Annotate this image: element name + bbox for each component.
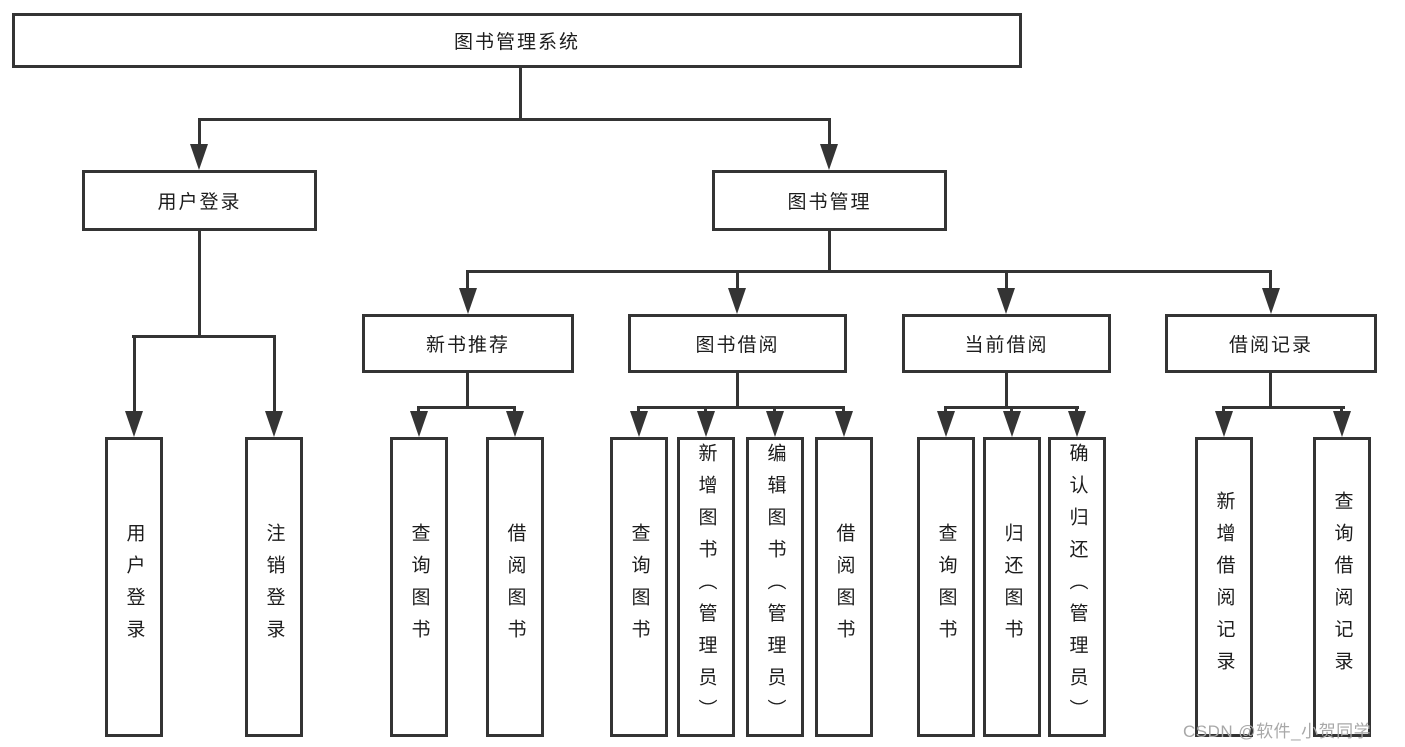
arrowhead-down-icon <box>630 411 648 437</box>
leaf-return-books: 归还图书 <box>983 437 1041 737</box>
arrowhead-down-icon <box>265 411 283 437</box>
connector-line <box>132 335 276 338</box>
csdn-watermark: CSDN @软件_小贺同学 <box>1183 722 1372 741</box>
arrowhead-down-icon <box>697 411 715 437</box>
node-root-label: 图书管理系统 <box>453 32 580 53</box>
connector-line <box>513 406 516 411</box>
arrowhead-down-icon <box>190 144 208 170</box>
leaf-borrow-books: 借阅图书 <box>815 437 873 737</box>
arrowhead-down-icon <box>1262 288 1280 314</box>
node-book-borrowing: 图书借阅 <box>628 314 847 373</box>
connector-line <box>466 373 469 406</box>
connector-line <box>273 335 276 411</box>
leaf-confirm-return-admin-label: 确认归还（管理员） <box>1066 443 1088 731</box>
node-book-management-label: 图书管理 <box>787 192 872 213</box>
leaf-user-login-label: 用户登录 <box>123 523 145 651</box>
node-borrowing-records-label: 借阅记录 <box>1228 335 1313 356</box>
leaf-logout: 注销登录 <box>245 437 303 737</box>
node-book-management: 图书管理 <box>712 170 947 231</box>
arrowhead-down-icon <box>1215 411 1233 437</box>
leaf-add-borrow-record-label: 新增借阅记录 <box>1213 491 1235 683</box>
arrowhead-down-icon <box>937 411 955 437</box>
node-user-login-label: 用户登录 <box>157 192 242 213</box>
leaf-query-borrow-record: 查询借阅记录 <box>1313 437 1371 737</box>
leaf-recommend-borrow-books-label: 借阅图书 <box>504 523 526 651</box>
leaf-add-borrow-record: 新增借阅记录 <box>1195 437 1253 737</box>
arrowhead-down-icon <box>459 288 477 314</box>
connector-line <box>198 231 201 335</box>
leaf-recommend-query-books-label: 查询图书 <box>408 523 430 651</box>
leaf-edit-books-admin-label: 编辑图书（管理员） <box>764 443 786 731</box>
node-current-borrowing: 当前借阅 <box>902 314 1111 373</box>
connector-line <box>1010 406 1013 411</box>
node-new-book-recommend-label: 新书推荐 <box>425 335 510 356</box>
connector-line <box>736 270 739 288</box>
arrowhead-down-icon <box>125 411 143 437</box>
leaf-user-login: 用户登录 <box>105 437 163 737</box>
leaf-recommend-query-books: 查询图书 <box>390 437 448 737</box>
leaf-query-borrow-record-label: 查询借阅记录 <box>1331 491 1353 683</box>
leaf-borrowing-query-books: 查询图书 <box>610 437 668 737</box>
connector-line <box>704 406 707 411</box>
node-user-login: 用户登录 <box>82 170 317 231</box>
node-current-borrowing-label: 当前借阅 <box>964 335 1049 356</box>
connector-line <box>466 270 1272 273</box>
connector-line <box>637 406 845 409</box>
connector-line <box>466 270 469 288</box>
arrowhead-down-icon <box>766 411 784 437</box>
arrowhead-down-icon <box>410 411 428 437</box>
leaf-recommend-borrow-books: 借阅图书 <box>486 437 544 737</box>
connector-line <box>519 68 522 118</box>
connector-line <box>637 406 640 411</box>
connector-line <box>736 373 739 406</box>
leaf-borrow-books-label: 借阅图书 <box>833 523 855 651</box>
arrowhead-down-icon <box>820 144 838 170</box>
connector-line <box>1005 270 1008 288</box>
arrowhead-down-icon <box>1003 411 1021 437</box>
node-borrowing-records: 借阅记录 <box>1165 314 1377 373</box>
connector-line <box>1222 406 1225 411</box>
node-root: 图书管理系统 <box>12 13 1022 68</box>
leaf-edit-books-admin: 编辑图书（管理员） <box>746 437 804 737</box>
connector-line <box>828 118 831 144</box>
arrowhead-down-icon <box>506 411 524 437</box>
connector-line <box>1005 373 1008 406</box>
arrowhead-down-icon <box>728 288 746 314</box>
connector-line <box>1269 373 1272 406</box>
connector-line <box>133 335 136 411</box>
node-book-borrowing-label: 图书借阅 <box>695 335 780 356</box>
connector-line <box>198 118 201 144</box>
connector-line <box>1075 406 1078 411</box>
connector-line <box>1340 406 1343 411</box>
leaf-confirm-return-admin: 确认归还（管理员） <box>1048 437 1106 737</box>
leaf-current-query-books-label: 查询图书 <box>935 523 957 651</box>
arrowhead-down-icon <box>997 288 1015 314</box>
leaf-return-books-label: 归还图书 <box>1001 523 1023 651</box>
arrowhead-down-icon <box>1333 411 1351 437</box>
connector-line <box>417 406 516 409</box>
connector-line <box>944 406 947 411</box>
connector-line <box>417 406 420 411</box>
connector-line <box>842 406 845 411</box>
leaf-current-query-books: 查询图书 <box>917 437 975 737</box>
connector-line <box>1269 270 1272 288</box>
connector-line <box>198 118 831 121</box>
leaf-logout-label: 注销登录 <box>263 523 285 651</box>
arrowhead-down-icon <box>1068 411 1086 437</box>
node-new-book-recommend: 新书推荐 <box>362 314 574 373</box>
leaf-add-books-admin: 新增图书（管理员） <box>677 437 735 737</box>
connector-line <box>773 406 776 411</box>
connector-line <box>1222 406 1345 409</box>
leaf-add-books-admin-label: 新增图书（管理员） <box>695 443 717 731</box>
connector-line <box>828 231 831 270</box>
leaf-borrowing-query-books-label: 查询图书 <box>628 523 650 651</box>
arrowhead-down-icon <box>835 411 853 437</box>
